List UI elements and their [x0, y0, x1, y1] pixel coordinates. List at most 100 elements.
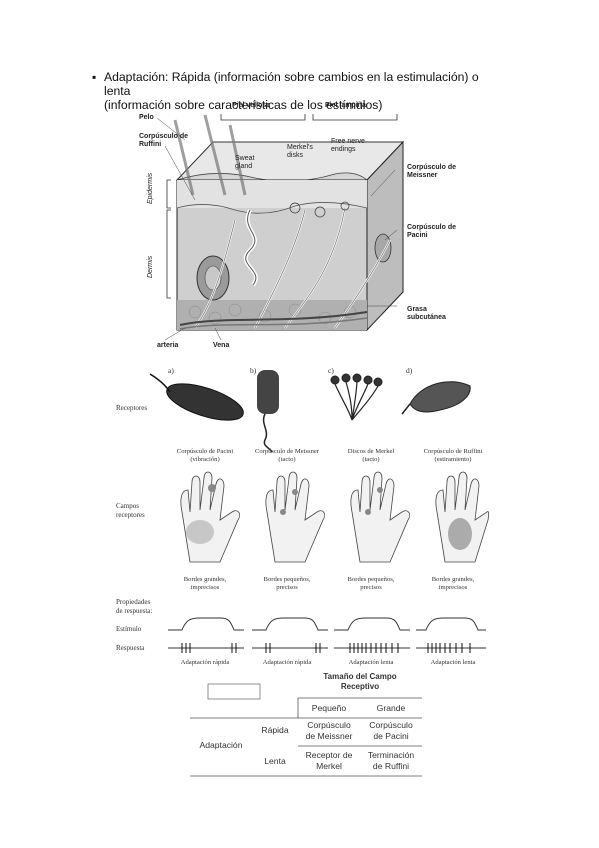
panel-letter-b: b): [250, 366, 257, 375]
adaptation-merkel: Adaptación lenta: [348, 659, 394, 666]
adaptation-pacini: Adaptación rápida: [180, 659, 230, 666]
caption-merkel-sub: (tacto): [362, 456, 380, 463]
row-label-receptores: Receptores: [116, 404, 148, 412]
label-sweat-line1: Sweat: [235, 155, 255, 162]
label-ruffini-line1: Corpúsculo de: [139, 133, 189, 140]
bullet-line-2: (información sobre características de lo…: [104, 98, 383, 112]
table-cell-slow-small: Receptor de Merkel: [298, 750, 360, 772]
label-vena: Vena: [213, 342, 230, 349]
caption-pacini-name: Corpúsculo de Pacini: [176, 448, 234, 455]
row-label-propiedades: Propiedades de respuesta:: [116, 598, 152, 616]
label-piel-lampina: Piel lampiña: [325, 102, 366, 109]
ruffini-receptor-shape: [401, 381, 471, 415]
table-row-slow: Lenta: [264, 756, 286, 766]
caption-meissner-sub: (tacto): [278, 456, 296, 463]
field-desc-meissner-l1: Bordes pequeños,: [263, 576, 311, 583]
table-cell-slow-small-l2: Merkel: [316, 761, 342, 771]
label-dermis: Dermis: [147, 255, 154, 278]
field-desc-ruffini-l2: imprecisos: [438, 584, 468, 591]
caption-ruffini-sub: (estiramiento): [434, 456, 472, 463]
table-cell-fast-large-l2: de Pacini: [373, 731, 409, 741]
adaptation-ruffini: Adaptación lenta: [430, 659, 476, 666]
meissner-receptor-shape: [257, 370, 279, 453]
field-desc-ruffini: Bordes grandes, imprecisos: [408, 576, 498, 592]
label-grasa-line2: subcutánea: [407, 314, 446, 321]
row-label-campos-line2: receptores: [116, 511, 145, 519]
panel-letter-d: d): [406, 366, 413, 375]
caption-meissner: Corpúsculo de Meissner (tacto): [242, 448, 332, 464]
label-sweat-gland: Sweat gland: [235, 155, 254, 171]
field-desc-meissner: Bordes pequeños, precisos: [242, 576, 332, 592]
caption-meissner-name: Corpúsculo de Meissner: [254, 448, 320, 455]
caption-ruffini-name: Corpúsculo de Ruffini: [423, 448, 483, 455]
row-label-campos-line1: Campos: [116, 502, 139, 510]
panel-letter-a: a): [168, 366, 174, 375]
bullet-line-1: Adaptación: Rápida (información sobre ca…: [104, 70, 479, 98]
label-merkel-line1: Merkel's: [287, 144, 313, 151]
table-cell-fast-small-l2: de Meissner: [305, 731, 353, 741]
table-cell-fast-large-l1: Corpúsculo: [369, 720, 413, 730]
panel-letter-c: c): [328, 366, 334, 375]
label-pacini-line2: Pacini: [407, 232, 428, 239]
field-desc-pacini: Bordes grandes, imprecisos: [160, 576, 250, 592]
label-meissner-line2: Meissner: [407, 172, 438, 179]
caption-ruffini: Corpúsculo de Ruffini (estiramiento): [408, 448, 498, 464]
label-ruffini-line2: Ruffini: [139, 141, 162, 148]
label-free-nerve: Free nerve endings: [331, 138, 365, 154]
field-desc-merkel-l2: precisos: [360, 584, 382, 591]
table-cell-slow-large-l1: Terminación: [367, 750, 415, 760]
table-row-group: Adaptación: [199, 740, 243, 750]
bullet-icon: ▪: [92, 70, 97, 84]
label-grasa: Grasa subcutánea: [407, 306, 446, 322]
summary-table: Tamaño del Campo Receptivo Pequeño Grand…: [190, 670, 422, 778]
table-cell-slow-large-l2: de Ruffini: [372, 761, 410, 771]
receptor-figure: a) b) c) d) Receptores Campos receptores…: [116, 362, 490, 672]
label-merkel: Merkel's disks: [287, 144, 313, 160]
label-ruffini: Corpúsculo de Ruffini: [139, 133, 188, 149]
label-epidermis: Epidermis: [147, 172, 154, 204]
adaptation-meissner: Adaptación rápida: [262, 659, 312, 666]
label-arteria: arteria: [157, 342, 179, 349]
field-desc-meissner-l2: precisos: [276, 584, 298, 591]
table-header-size: Tamaño del Campo Receptivo: [298, 672, 422, 692]
pacini-receptor-shape: [166, 383, 244, 421]
label-meissner-line1: Corpúsculo de: [407, 164, 457, 171]
table-header-size-l1: Tamaño del Campo: [323, 672, 397, 681]
receptor-illustration: [149, 370, 490, 653]
table-header-size-l2: Receptivo: [340, 682, 380, 691]
label-pelo: Pelo: [139, 114, 154, 121]
field-desc-ruffini-l1: Bordes grandes,: [431, 576, 475, 583]
field-desc-pacini-l2: imprecisos: [190, 584, 220, 591]
table-cell-slow-large: Terminación de Ruffini: [360, 750, 422, 772]
label-pacini-line1: Corpúsculo de: [407, 224, 457, 231]
row-label-estimulo: Estímulo: [116, 625, 142, 633]
field-desc-merkel-l1: Bordes pequeños,: [347, 576, 395, 583]
label-grasa-line1: Grasa: [407, 306, 427, 313]
bullet-paragraph: ▪ Adaptación: Rápida (información sobre …: [92, 70, 504, 112]
skin-diagram: Piel vellosa Piel lampiña Pelo Corpúscul…: [135, 100, 465, 355]
field-desc-merkel: Bordes pequeños, precisos: [326, 576, 416, 592]
field-desc-pacini-l1: Bordes grandes,: [183, 576, 227, 583]
row-label-campos: Campos receptores: [116, 502, 145, 520]
caption-merkel: Discos de Merkel (tacto): [326, 448, 416, 464]
caption-merkel-name: Discos de Merkel: [347, 448, 395, 455]
table-cell-fast-small-l1: Corpúsculo: [307, 720, 351, 730]
table-cell-fast-small: Corpúsculo de Meissner: [298, 720, 360, 742]
table-col-small: Pequeño: [311, 703, 347, 713]
caption-pacini: Corpúsculo de Pacini (vibración): [160, 448, 250, 464]
label-merkel-line2: disks: [287, 152, 303, 159]
label-sweat-line2: gland: [235, 163, 253, 170]
row-label-respuesta: Respuesta: [116, 644, 145, 652]
table-cell-slow-small-l1: Receptor de: [305, 750, 353, 760]
table-row-fast: Rápida: [261, 725, 289, 735]
merkel-receptor-shape: [330, 373, 383, 421]
table-cell-fast-large: Corpúsculo de Pacini: [360, 720, 422, 742]
skin-illustration: [156, 114, 405, 341]
row-label-props-line2: de respuesta:: [116, 607, 153, 615]
label-free-line2: endings: [331, 146, 356, 153]
row-label-props-line1: Propiedades: [116, 598, 151, 606]
caption-pacini-sub: (vibración): [190, 456, 220, 463]
label-pacini: Corpúsculo de Pacini: [407, 224, 456, 240]
table-col-large: Grande: [376, 703, 406, 713]
label-free-line1: Free nerve: [331, 138, 365, 145]
